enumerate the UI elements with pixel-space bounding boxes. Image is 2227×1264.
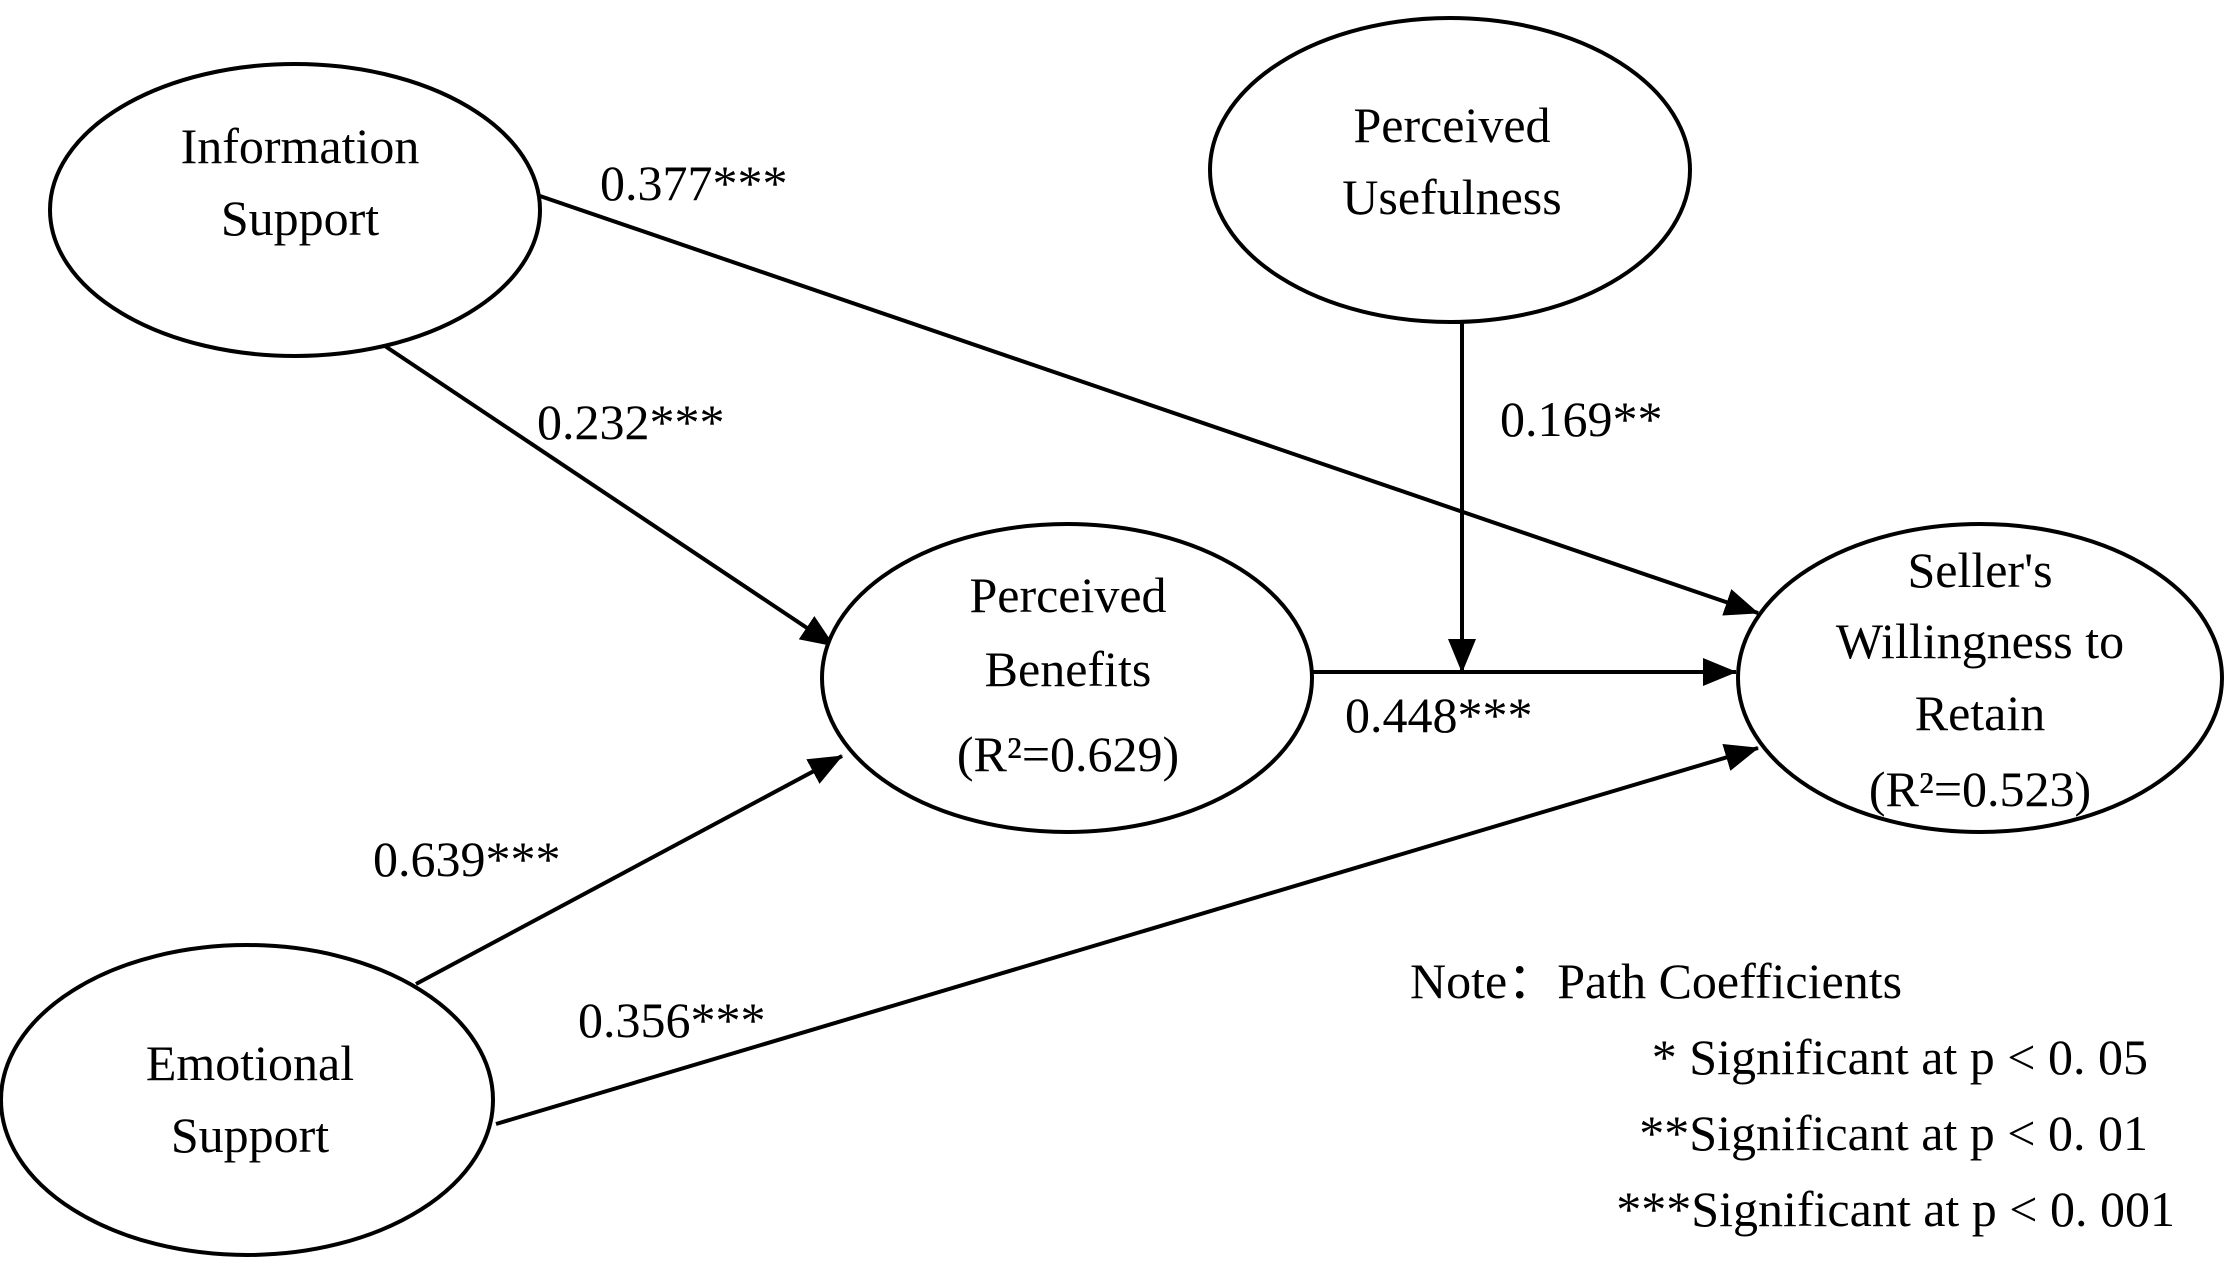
- path-emotional-to-benefits: [415, 754, 843, 986]
- note-line: * Significant at p < 0. 05: [1652, 1029, 2148, 1085]
- path-emotional-to-retain: [495, 744, 1759, 1126]
- node-r2-label: (R²=0.629): [957, 726, 1179, 782]
- node-label: Perceived: [1353, 97, 1550, 153]
- coef-info-to-retain: 0.377***: [600, 155, 788, 211]
- node-r2-label: (R²=0.523): [1869, 761, 2091, 817]
- note-title: Note：Path Coefficients: [1410, 953, 1902, 1009]
- node-label: Emotional: [146, 1035, 354, 1091]
- node-perceived-usefulness: Perceived Usefulness: [1208, 16, 1692, 324]
- node-willingness-to-retain: Seller's Willingness to Retain (R²=0.523…: [1736, 522, 2224, 834]
- path-info-to-retain: [536, 193, 1759, 616]
- node-label: Support: [221, 190, 379, 246]
- node-information-support: Information Support: [48, 62, 542, 358]
- node-label: Retain: [1915, 685, 2046, 741]
- node-label: Seller's: [1907, 542, 2052, 598]
- note-line: ***Significant at p < 0. 001: [1616, 1181, 2175, 1237]
- coef-info-to-benefits: 0.232***: [537, 394, 725, 450]
- significance-note: Note：Path Coefficients * Significant at …: [1410, 953, 2175, 1237]
- path-info-to-benefits: [368, 334, 836, 648]
- coef-emotional-to-retain: 0.356***: [578, 992, 766, 1048]
- coef-emotional-to-benefits: 0.639***: [373, 831, 561, 887]
- node-emotional-support: Emotional Support: [0, 943, 495, 1257]
- node-label: Information: [181, 118, 420, 174]
- node-label: Usefulness: [1342, 169, 1561, 225]
- coef-usefulness-moderation: 0.169**: [1500, 391, 1663, 447]
- coef-benefits-to-retain: 0.448***: [1345, 687, 1533, 743]
- node-label: Benefits: [985, 641, 1152, 697]
- node-perceived-benefits: Perceived Benefits (R²=0.629): [820, 522, 1314, 834]
- node-label: Support: [171, 1107, 329, 1163]
- node-label: Perceived: [969, 567, 1166, 623]
- node-label: Willingness to: [1836, 613, 2124, 669]
- note-line: **Significant at p < 0. 01: [1639, 1105, 2148, 1161]
